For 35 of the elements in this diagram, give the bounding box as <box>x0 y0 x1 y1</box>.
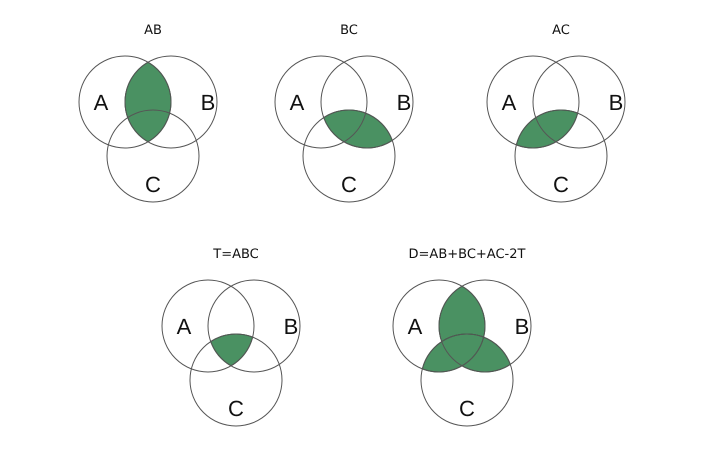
set-circle <box>420 334 514 426</box>
set-label: A <box>176 314 192 339</box>
set-label: B <box>284 314 298 339</box>
set-circle <box>392 280 486 372</box>
set-label: C <box>341 172 357 197</box>
set-label: A <box>502 90 516 115</box>
set-label: C <box>145 172 161 197</box>
formula-label: BC <box>340 23 358 38</box>
set-circle <box>78 56 172 148</box>
set-label: B <box>396 90 412 115</box>
set-circle <box>320 56 414 148</box>
formula-label: T=ABC <box>213 247 259 262</box>
formula-label: AB <box>144 23 162 38</box>
set-circle <box>274 56 368 148</box>
set-label: B <box>514 314 530 339</box>
set-label: B <box>200 90 216 115</box>
set-circle <box>106 110 200 202</box>
set-circle <box>208 280 300 372</box>
set-circle <box>514 110 608 202</box>
set-circle <box>162 280 254 372</box>
set-circle <box>532 56 626 148</box>
formula-label: AC <box>552 23 570 38</box>
set-label: A <box>290 90 304 115</box>
set-label: C <box>459 396 475 421</box>
set-label: C <box>553 172 569 197</box>
set-label: A <box>408 314 422 339</box>
set-circle <box>438 280 532 372</box>
set-circle <box>190 334 282 426</box>
formula-label: D=AB+BC+AC-2T <box>408 247 526 262</box>
set-circle <box>302 110 396 202</box>
set-circle <box>124 56 218 148</box>
set-label: C <box>228 396 244 421</box>
set-label: B <box>608 90 624 115</box>
set-label: A <box>94 90 108 115</box>
set-circle <box>486 56 580 148</box>
